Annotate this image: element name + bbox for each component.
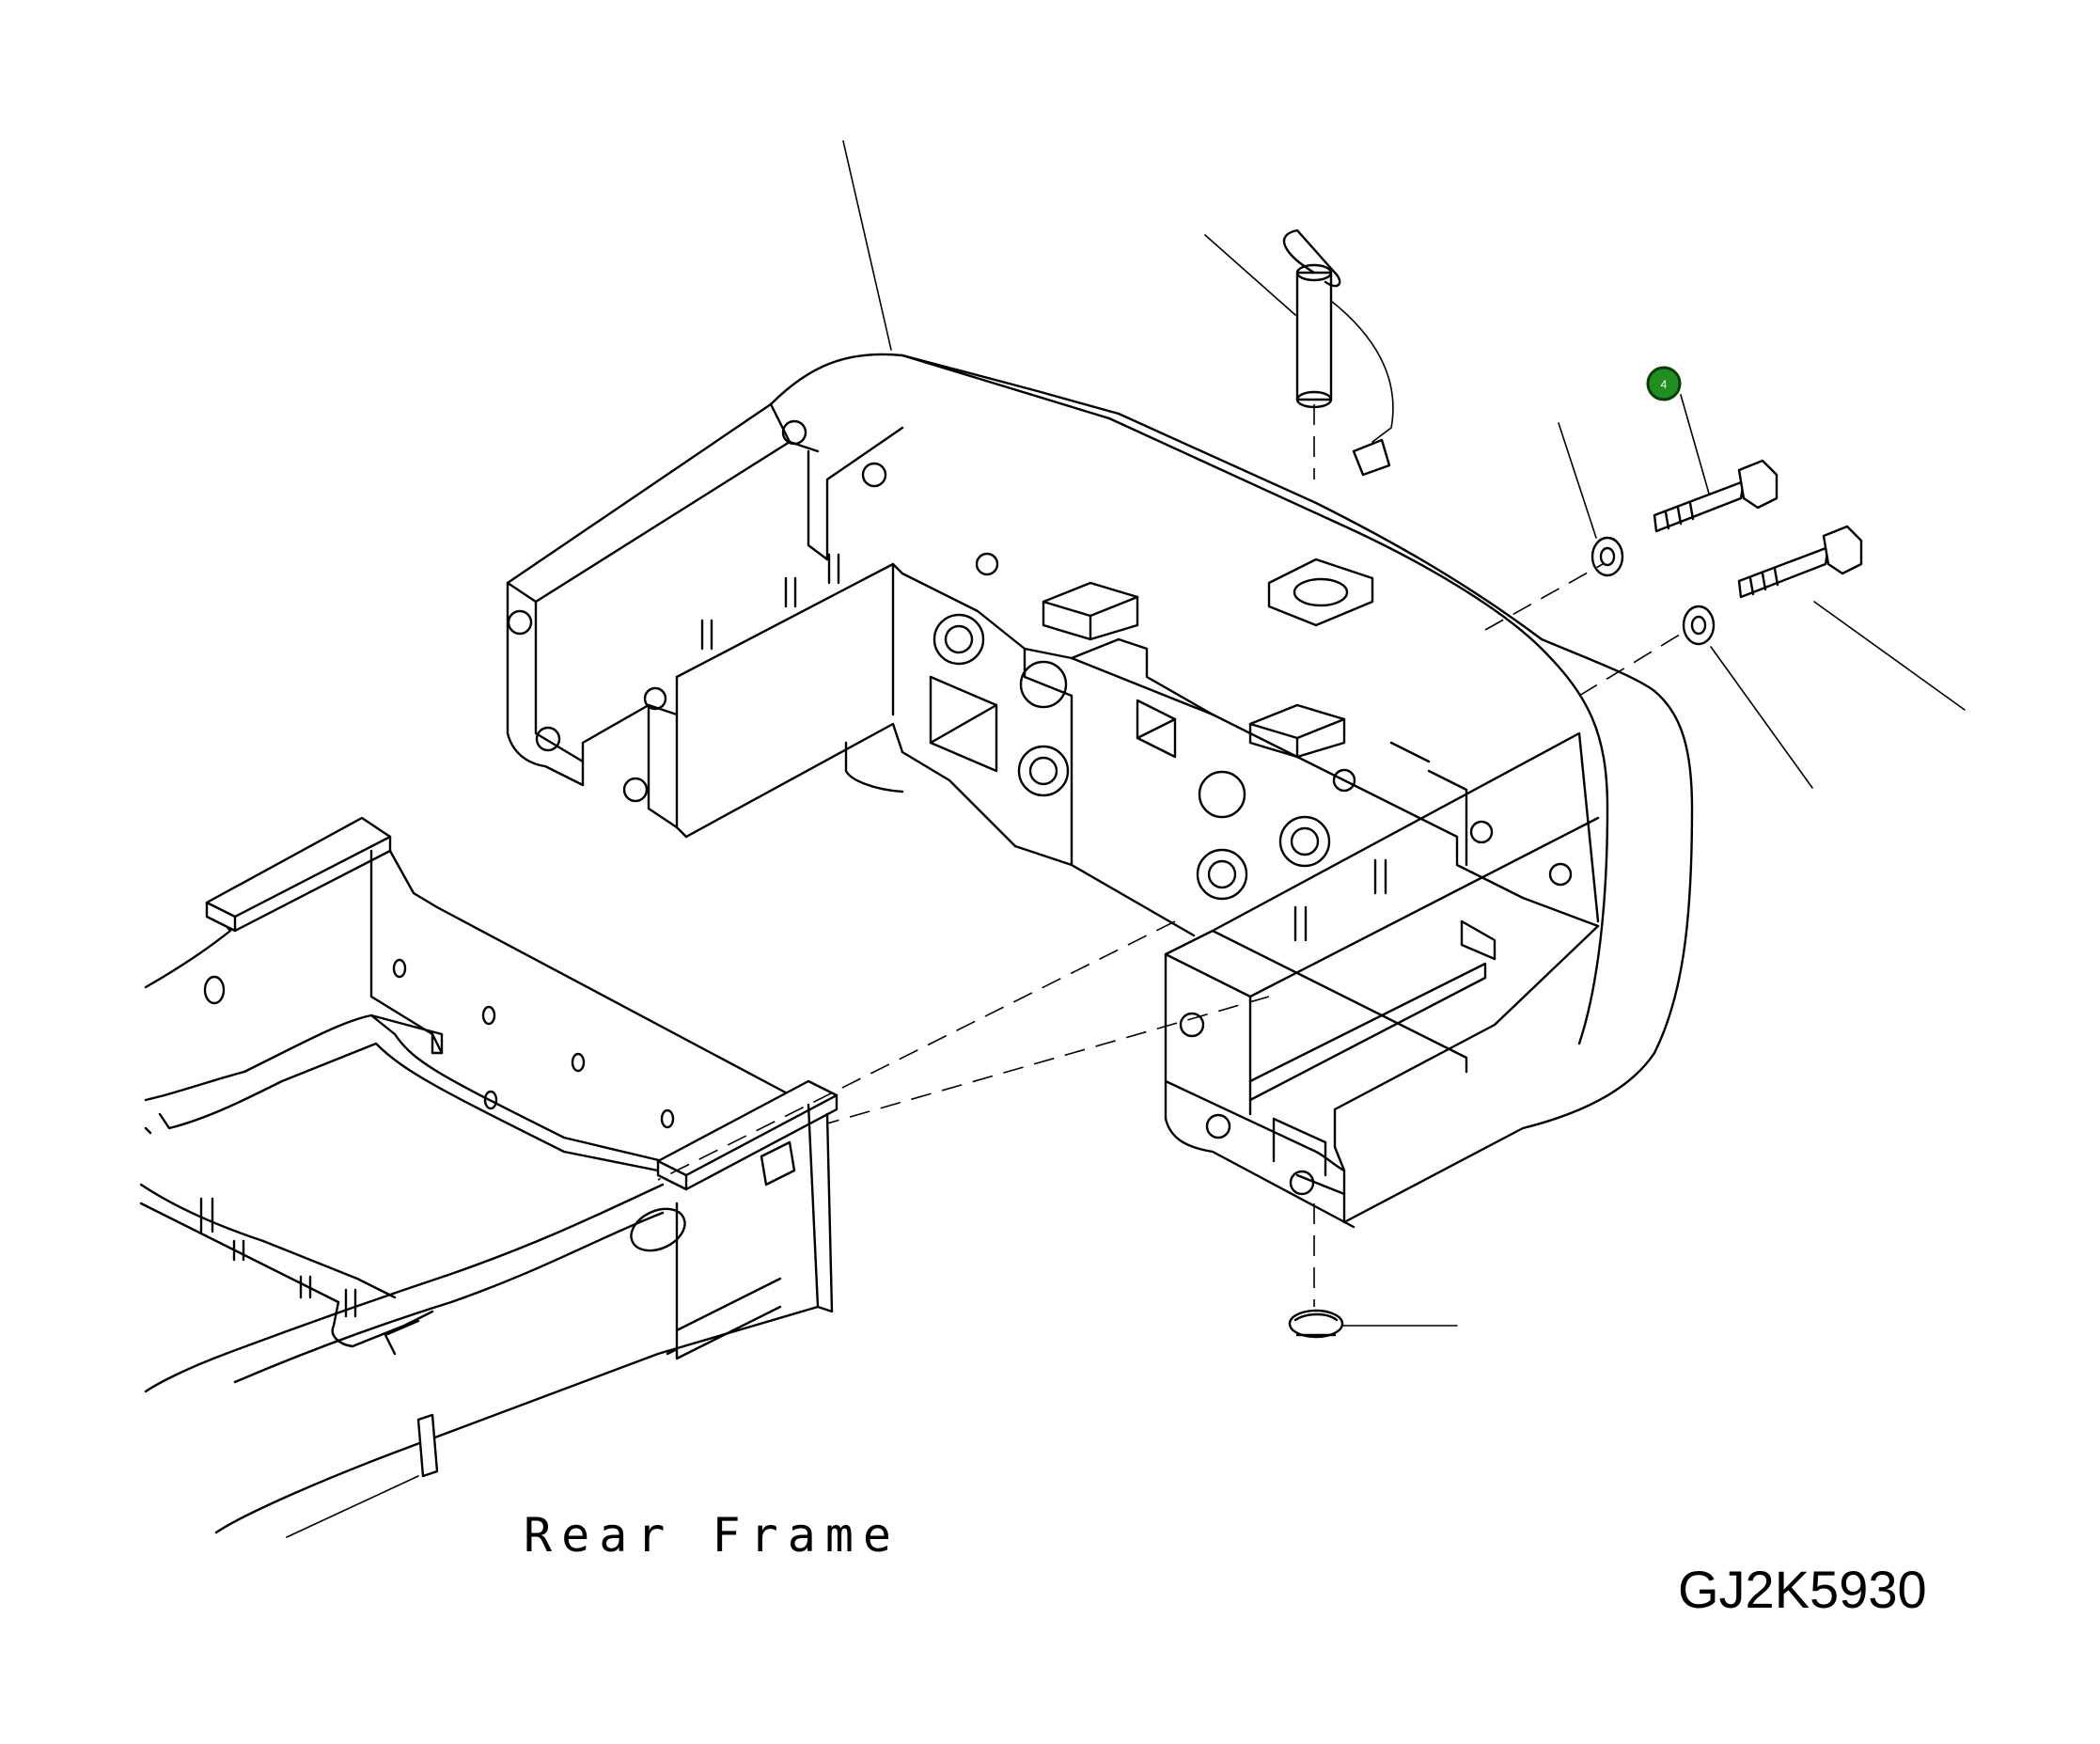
callout-4[interactable]: 4 — [1646, 366, 1682, 401]
drawing-code-label: GJ2K5930 — [1678, 1560, 1927, 1619]
callout-number: 4 — [1661, 378, 1668, 391]
bolt-upper — [1653, 459, 1779, 533]
callout-marker[interactable] — [1646, 366, 1682, 401]
rear-frame — [139, 816, 838, 1534]
lifting-pin — [1282, 228, 1394, 477]
washer-upper — [1591, 536, 1624, 577]
washer-lower — [1682, 605, 1716, 646]
leader-lines — [286, 140, 1966, 1538]
bolt-lower — [1737, 525, 1863, 599]
rear-frame-label: Rear Frame — [524, 1508, 901, 1563]
center-lines — [657, 404, 1688, 1307]
counterweight — [506, 353, 1694, 1229]
snap-ring — [1288, 1309, 1344, 1339]
